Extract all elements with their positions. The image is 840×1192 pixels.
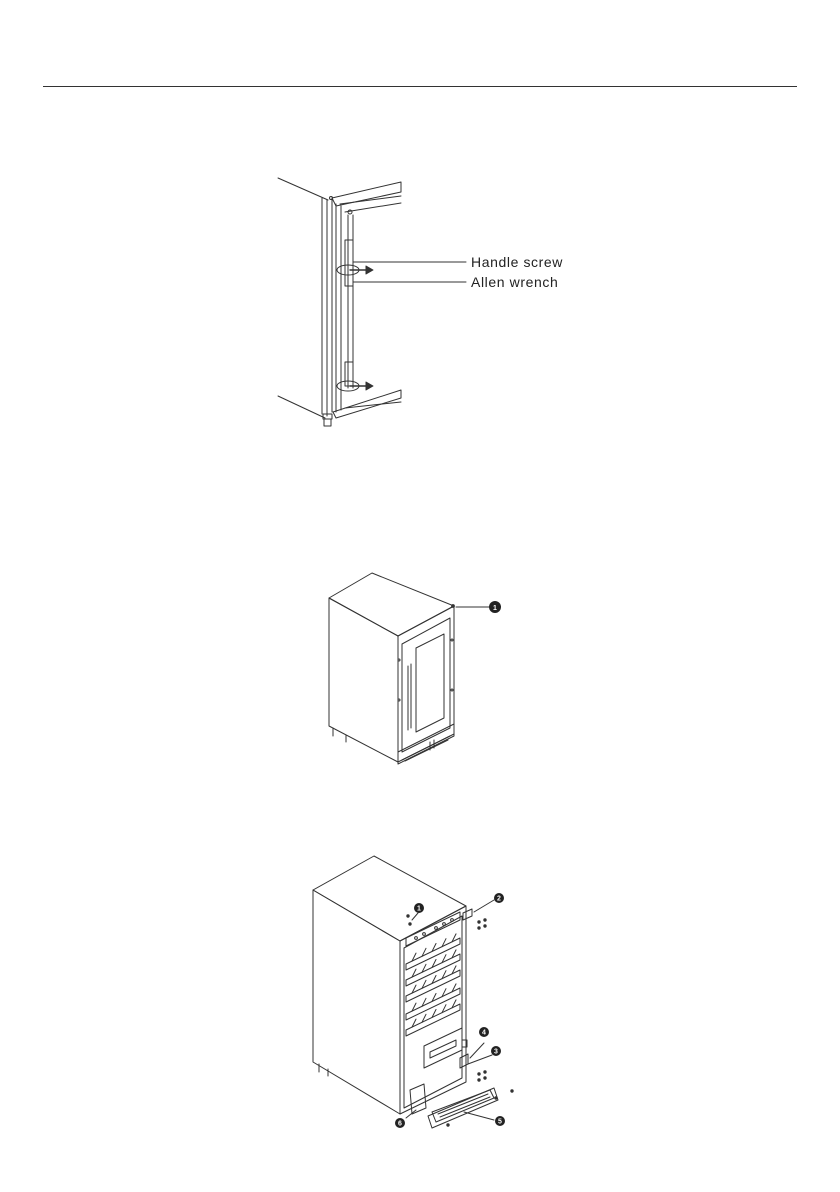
wine-shelves	[406, 934, 460, 1036]
callout-4-number: 4	[482, 1030, 486, 1037]
figure-exploded-cabinet: 1 2 3 4 5 6	[313, 856, 513, 1128]
callout-1-number: 1	[417, 906, 421, 913]
handle-screw-label: Handle screw	[471, 254, 563, 270]
figure-door-handle: Handle screw Allen wrench	[278, 178, 563, 426]
callout-6-number: 6	[398, 1121, 402, 1128]
callout-1-number: 1	[493, 605, 497, 612]
shelf	[406, 1004, 460, 1036]
figure-closed-cabinet: 1	[329, 573, 501, 764]
callout-3-number: 3	[494, 1049, 498, 1056]
allen-wrench-label: Allen wrench	[471, 274, 558, 290]
callout-5-number: 5	[498, 1119, 502, 1126]
figure3-callouts: 1 2 3 4 5 6	[395, 893, 505, 1128]
callout-2-number: 2	[497, 896, 501, 903]
shelf	[406, 970, 460, 1002]
